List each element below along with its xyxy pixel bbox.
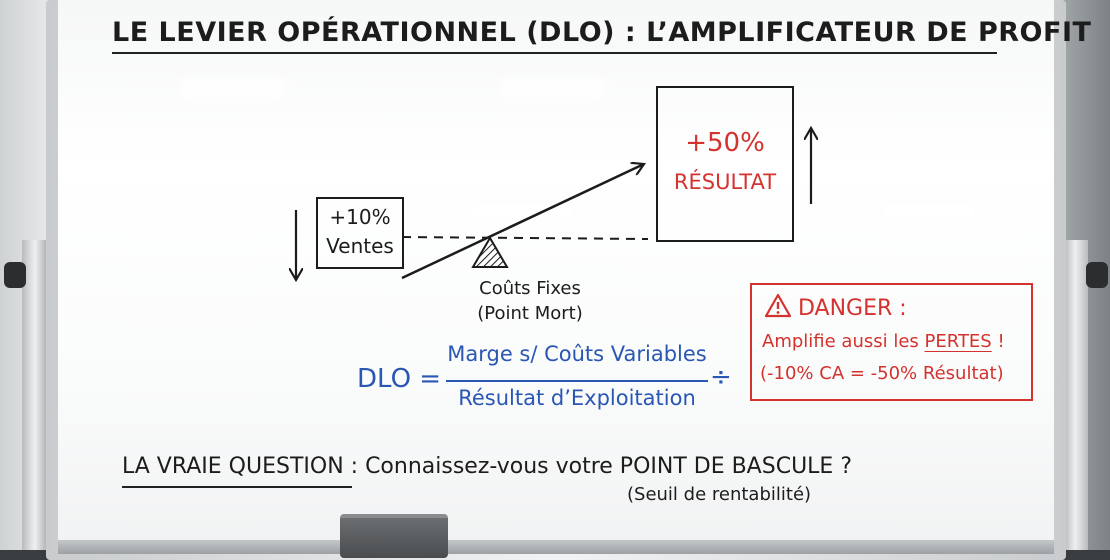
light-glare (878, 202, 978, 220)
danger-line2-suffix: ! (991, 331, 1005, 352)
question-subtext: (Seuil de rentabilité) (627, 484, 812, 505)
board-stand-right (1062, 240, 1088, 550)
board-stand-left (22, 240, 48, 550)
fraction-bar (446, 380, 708, 382)
result-percent: +50% (685, 128, 765, 158)
light-glare (498, 78, 608, 98)
question-line: LA VRAIE QUESTION : Connaissez-vous votr… (122, 454, 852, 479)
danger-heading: DANGER : (764, 293, 907, 324)
eraser[interactable] (340, 514, 448, 558)
question-label: LA VRAIE QUESTION (122, 454, 344, 479)
stand-knob-left (4, 262, 26, 288)
dashed-baseline (401, 236, 649, 240)
formula-lhs: DLO = (357, 364, 442, 394)
danger-line2-prefix: Amplifie aussi les (762, 331, 925, 352)
fulcrum-triangle (471, 236, 509, 268)
danger-box: DANGER : Amplifie aussi les PERTES ! (-1… (750, 283, 1033, 401)
light-glare (468, 202, 578, 220)
marker-tray (58, 540, 1054, 554)
page-title: LE LEVIER OPÉRATIONNEL (DLO) : L’AMPLIFI… (112, 14, 1110, 53)
light-glare (178, 78, 288, 98)
question-text: : Connaissez-vous votre POINT DE BASCULE… (343, 454, 852, 479)
formula-numerator: Marge s/ Coûts Variables (447, 342, 707, 366)
result-box: +50% RÉSULTAT (656, 86, 794, 242)
formula-denominator: Résultat d’Exploitation (458, 386, 696, 410)
warning-icon (764, 293, 792, 324)
break-even-label: (Point Mort) (477, 303, 583, 324)
sales-label: Ventes (326, 234, 394, 258)
sales-percent: +10% (329, 205, 391, 229)
result-label: RÉSULTAT (673, 170, 777, 194)
danger-heading-text: DANGER : (798, 296, 907, 321)
danger-example: (-10% CA = -50% Résultat) (760, 363, 1004, 384)
stand-knob-right (1086, 262, 1108, 288)
whiteboard (58, 0, 1054, 548)
formula-operator: ÷ (710, 362, 732, 392)
danger-line2: Amplifie aussi les PERTES ! (762, 331, 1005, 352)
sales-box: +10% Ventes (316, 197, 404, 269)
title-text: LE LEVIER OPÉRATIONNEL (DLO) : L’AMPLIFI… (112, 17, 1092, 48)
title-underline (112, 52, 997, 54)
lever-arrow (401, 164, 644, 280)
danger-losses-emphasis: PERTES (924, 331, 992, 352)
question-underline (122, 486, 352, 488)
fixed-costs-label: Coûts Fixes (479, 278, 581, 299)
